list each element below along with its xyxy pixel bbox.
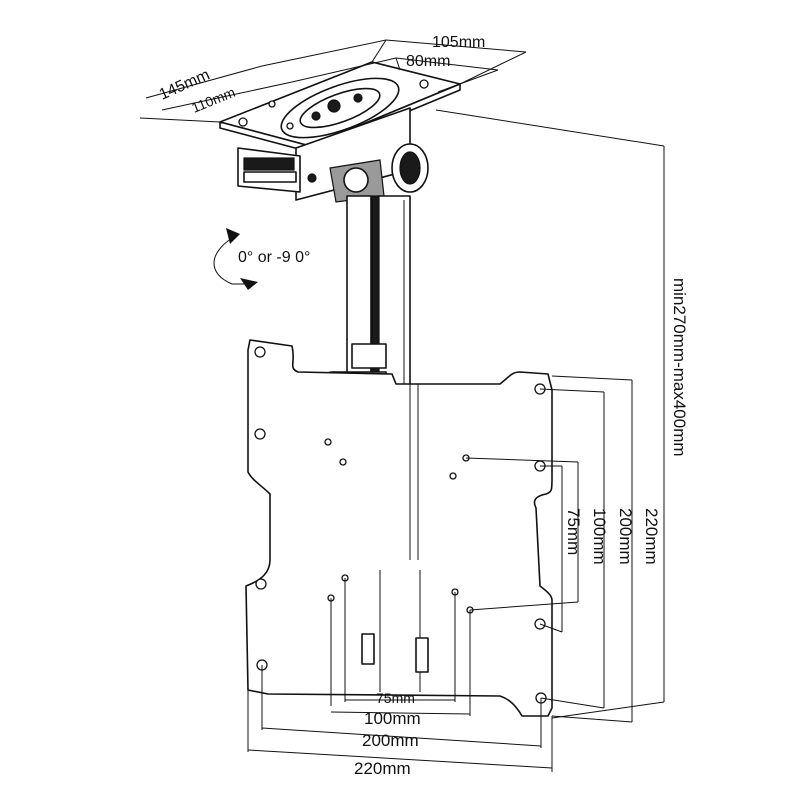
- height-range-label: min270mm-max400mm: [670, 278, 689, 457]
- horizontal-100-label: 100mm: [364, 709, 421, 728]
- horizontal-220-label: 220mm: [354, 759, 411, 778]
- vertical-220-label: 220mm: [642, 508, 661, 565]
- vertical-vesa-dimensions: [465, 375, 633, 723]
- vesa-plate: [245, 339, 553, 717]
- height-range-dimension: [435, 109, 665, 719]
- top-width-outer-label: 105mm: [432, 34, 485, 51]
- tilt-label: 0° or -9 0°: [238, 249, 310, 266]
- top-plate-dimensions: [139, 39, 527, 123]
- top-width-inner-label: 80mm: [406, 53, 450, 70]
- vertical-200-label: 200mm: [616, 508, 635, 565]
- horizontal-75-label: 75mm: [376, 690, 415, 706]
- horizontal-200-label: 200mm: [362, 731, 419, 750]
- vertical-75-label: 75mm: [564, 508, 583, 555]
- tilt-arrow-icon: [213, 228, 258, 290]
- vertical-100-label: 100mm: [590, 508, 609, 565]
- horizontal-vesa-dimensions: [247, 578, 553, 772]
- tilt-hinge: [237, 107, 429, 203]
